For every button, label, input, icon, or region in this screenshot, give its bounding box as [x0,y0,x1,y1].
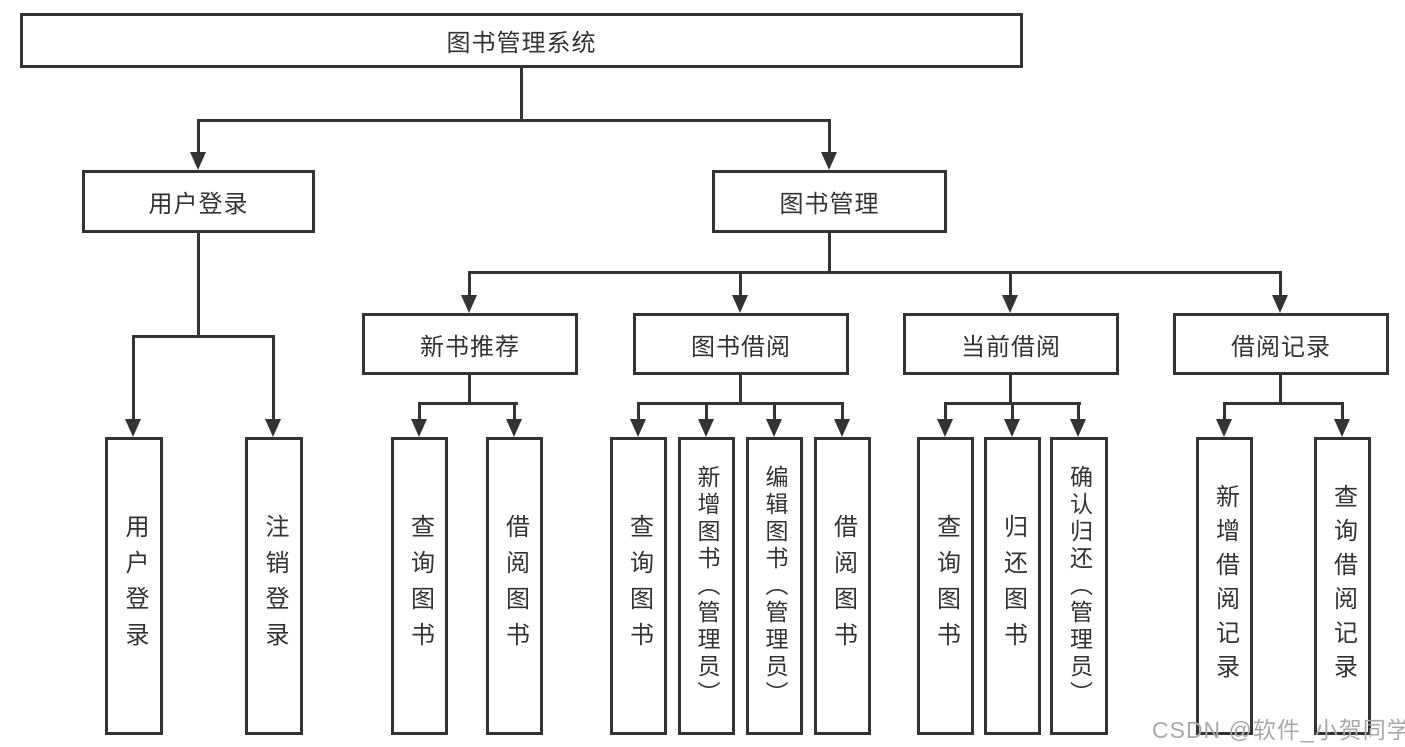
leaf-logout: 注销登录 [245,437,303,735]
node-label: 注销登录 [261,514,288,658]
connector-line [468,271,1282,274]
leaf-query-borrow-record: 查询借阅记录 [1314,437,1371,735]
arrowhead-down-icon [834,419,850,437]
arrowhead-down-icon [821,152,837,170]
connector-line [418,402,518,405]
node-library-system: 图书管理系统 [20,13,1023,68]
arrowhead-down-icon [937,419,953,437]
connector-line [468,271,471,297]
leaf-edit-book-admin: 编辑图书（管理员） [746,437,803,735]
leaf-query-books-2: 查询图书 [610,437,667,735]
connector-line [197,233,200,337]
connector-line [1077,402,1080,419]
connector-line [1009,271,1012,297]
node-label: 当前借阅 [961,333,1061,361]
node-label: 查询图书 [625,514,653,658]
leaf-borrow-books-2: 借阅图书 [814,437,871,735]
connector-line [841,402,844,419]
node-label: 查询图书 [932,514,960,658]
arrowhead-down-icon [190,152,206,170]
node-label: 新增图书（管理员） [694,464,720,708]
arrowhead-down-icon [411,419,427,437]
connector-line [1223,402,1344,405]
connector-line [773,402,776,419]
connector-line [637,402,844,405]
arrowhead-down-icon [1272,295,1288,313]
node-label: 确认归还（管理员） [1066,464,1093,708]
connector-line [197,119,831,122]
leaf-confirm-return-admin: 确认归还（管理员） [1050,437,1108,735]
arrowhead-down-icon [265,419,281,437]
node-label: 新书推荐 [420,333,520,361]
leaf-query-books-1: 查询图书 [391,437,448,735]
leaf-user-login: 用户登录 [105,437,163,735]
arrowhead-down-icon [1216,419,1232,437]
node-label: 编辑图书（管理员） [762,464,788,708]
connector-line [132,335,275,338]
node-label: 图书管理 [779,191,880,218]
connector-line [132,335,135,419]
connector-line [520,68,523,122]
connector-line [197,119,200,154]
node-new-book-recommend: 新书推荐 [362,313,578,375]
connector-line [1279,375,1282,404]
connector-line [739,271,742,297]
arrowhead-down-icon [630,419,646,437]
connector-line [637,402,640,419]
node-current-borrowing: 当前借阅 [903,313,1119,375]
node-label: 用户登录 [148,191,249,218]
node-label: 借阅图书 [829,514,857,658]
connector-line [1011,402,1014,419]
connector-line [468,375,471,404]
connector-line [1279,271,1282,297]
leaf-add-borrow-record: 新增借阅记录 [1196,437,1253,735]
node-label: 新增借阅记录 [1211,484,1239,688]
connector-line [828,119,831,154]
connector-line [705,402,708,419]
arrowhead-down-icon [698,419,714,437]
arrowhead-down-icon [125,419,141,437]
watermark: CSDN @软件_小贺同学 [1152,717,1405,743]
node-label: 用户登录 [121,514,148,658]
node-user-login: 用户登录 [82,170,315,233]
leaf-borrow-books-1: 借阅图书 [486,437,543,735]
connector-line [739,375,742,404]
connector-line [1341,402,1344,419]
connector-line [1223,402,1226,419]
node-label: 借阅记录 [1231,333,1331,361]
connector-line [513,402,516,419]
node-borrow-records: 借阅记录 [1173,313,1389,375]
arrowhead-down-icon [1002,295,1018,313]
connector-line [272,335,275,419]
node-label: 图书管理系统 [446,30,597,57]
leaf-return-book: 归还图书 [984,437,1041,735]
connector-line [944,402,947,419]
arrowhead-down-icon [506,419,522,437]
node-book-borrowing: 图书借阅 [633,313,849,375]
node-label: 归还图书 [999,514,1027,658]
arrowhead-down-icon [766,419,782,437]
arrowhead-down-icon [732,295,748,313]
node-label: 查询图书 [406,514,434,658]
arrowhead-down-icon [1334,419,1350,437]
node-label: 借阅图书 [501,514,529,658]
leaf-add-book-admin: 新增图书（管理员） [678,437,735,735]
arrowhead-down-icon [461,295,477,313]
leaf-query-books-3: 查询图书 [917,437,974,735]
arrowhead-down-icon [1004,419,1020,437]
connector-line [418,402,421,419]
node-label: 图书借阅 [691,333,791,361]
node-label: 查询借阅记录 [1329,484,1357,688]
node-book-management: 图书管理 [712,170,947,233]
arrowhead-down-icon [1070,419,1086,437]
connector-line [828,233,831,273]
connector-line [1009,375,1012,404]
